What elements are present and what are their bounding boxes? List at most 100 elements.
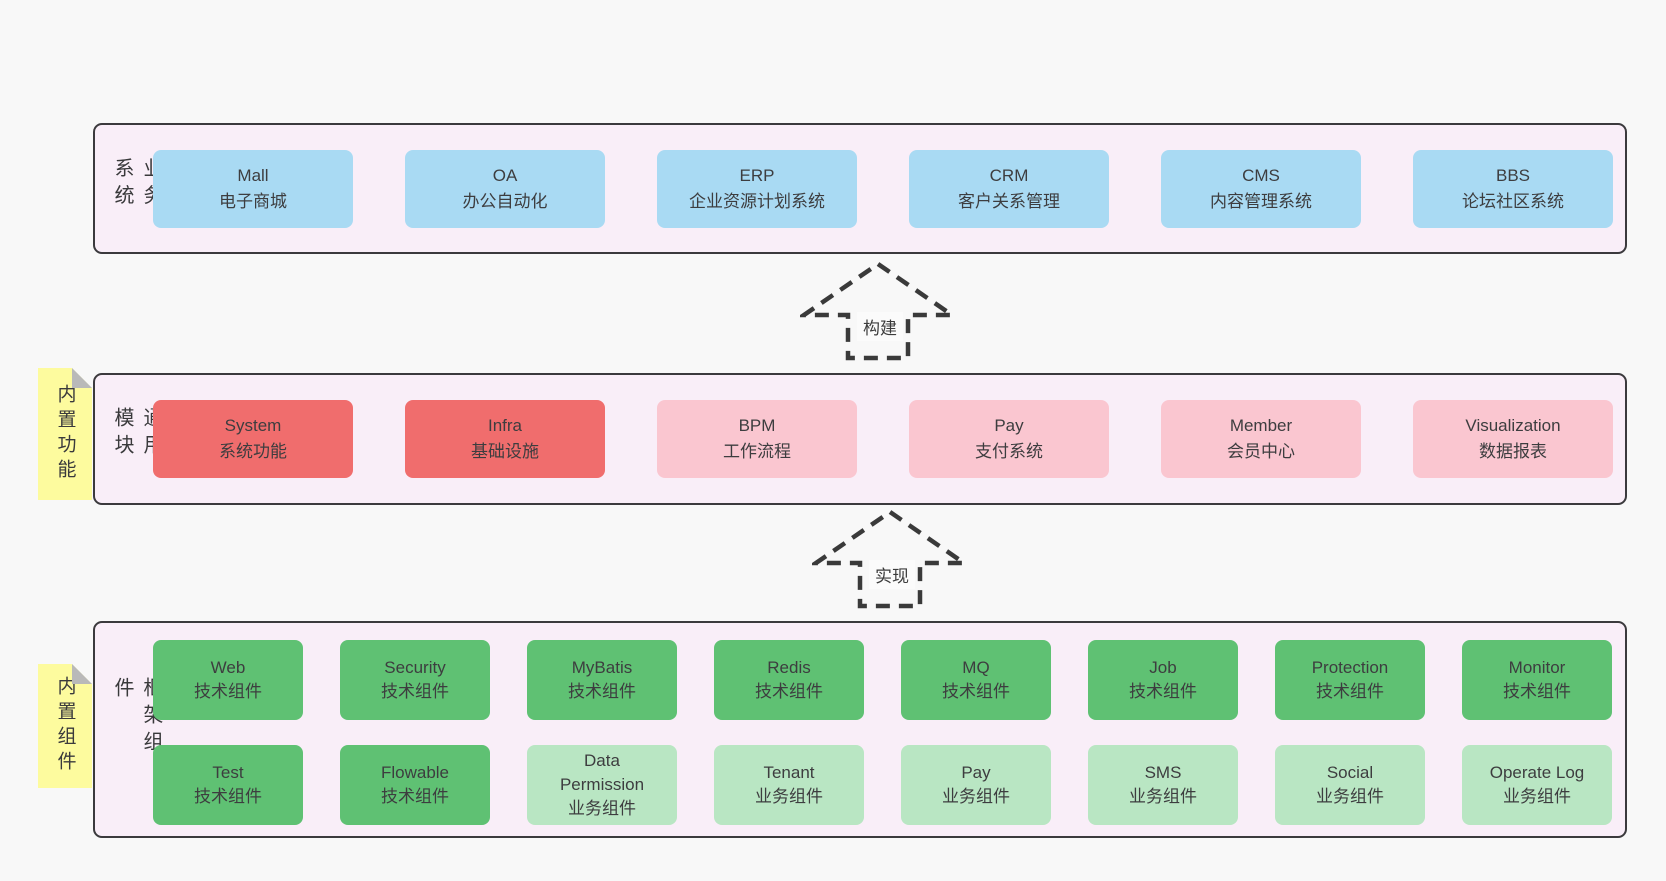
box-desc: 论坛社区系统 [1462, 191, 1564, 211]
box-name: Security [384, 658, 446, 677]
box-name: OA [492, 165, 518, 185]
arrow-implement-label: 实现 [869, 560, 915, 589]
box-pay-business: Pay 业务组件 [901, 745, 1051, 825]
box-name: Social [1326, 763, 1374, 782]
box-mall: Mall 电子商城 [153, 149, 353, 228]
box-desc: 技术组件 [755, 682, 823, 701]
box-cms: CMS 内容管理系统 [1161, 149, 1361, 228]
box-erp: ERP 企业资源计划系统 [657, 149, 857, 228]
box-name: Infra [487, 416, 523, 435]
box-desc: 业务组件 [1129, 787, 1197, 806]
box-desc: 电子商城 [219, 191, 287, 211]
arrow-up-icon [800, 261, 960, 361]
sticky-label: 内置功能 [54, 384, 76, 484]
box-desc: 业务组件 [1316, 787, 1384, 806]
box-job: Job 技术组件 [1088, 640, 1238, 720]
arrow-up-icon [812, 509, 972, 609]
arrow-implement: 实现 [812, 506, 972, 614]
arrow-build: 构建 [800, 258, 960, 366]
box-pay: Pay 支付系统 [909, 400, 1109, 478]
box-bpm: BPM 工作流程 [657, 400, 857, 478]
box-name: Job [1149, 658, 1177, 677]
box-desc: 技术组件 [194, 682, 262, 701]
box-name: Protection [1311, 658, 1389, 677]
box-name: CMS [1242, 165, 1280, 185]
box-tenant: Tenant 业务组件 [714, 745, 864, 825]
box-desc: 系统功能 [219, 442, 287, 461]
box-desc: 基础设施 [471, 442, 539, 461]
box-web: Web 技术组件 [153, 640, 303, 720]
box-social: Social 业务组件 [1275, 745, 1425, 825]
box-security: Security 技术组件 [340, 640, 490, 720]
box-desc: 技术组件 [194, 787, 262, 806]
box-monitor: Monitor 技术组件 [1462, 640, 1612, 720]
box-desc: 技术组件 [1316, 682, 1384, 701]
box-name: SMS [1144, 763, 1182, 782]
box-desc: 支付系统 [975, 442, 1043, 461]
box-name: MQ [962, 658, 990, 677]
box-desc: 技术组件 [381, 682, 449, 701]
business-systems-row: Mall 电子商城 OA 办公自动化 ERP 企业资源计划系统 CRM 客户关系… [153, 149, 1613, 228]
framework-row-business: Test 技术组件 Flowable 技术组件 Data Permission … [153, 745, 1612, 825]
box-desc: 技术组件 [1503, 682, 1571, 701]
sticky-label: 内置组件 [54, 676, 76, 776]
box-desc: 技术组件 [568, 682, 636, 701]
box-desc: 业务组件 [942, 787, 1010, 806]
box-name: System [224, 416, 282, 435]
box-operate-log: Operate Log 业务组件 [1462, 745, 1612, 825]
box-name: Operate Log [1489, 763, 1585, 782]
box-name: Mall [237, 165, 269, 185]
box-redis: Redis 技术组件 [714, 640, 864, 720]
box-desc: 会员中心 [1227, 442, 1295, 461]
band-common-modules: 通用模块 System 系统功能 Infra 基础设施 BPM 工作流程 Pay… [93, 373, 1627, 505]
box-desc: 技术组件 [1129, 682, 1197, 701]
box-desc: 数据报表 [1479, 442, 1547, 461]
box-name: Monitor [1508, 658, 1566, 677]
framework-row-technical: Web 技术组件 Security 技术组件 MyBatis 技术组件 Redi… [153, 640, 1612, 720]
box-name: Member [1229, 416, 1293, 435]
box-infra: Infra 基础设施 [405, 400, 605, 478]
box-name: ERP [739, 165, 775, 185]
sticky-note-builtin-features: 内置功能 [38, 368, 92, 500]
box-desc: 工作流程 [723, 442, 791, 461]
arrow-build-label: 构建 [857, 312, 903, 341]
box-desc: 业务组件 [1503, 787, 1571, 806]
box-name: Flowable [380, 763, 450, 782]
box-desc: 技术组件 [381, 787, 449, 806]
box-name: Pay [961, 763, 991, 782]
box-mybatis: MyBatis 技术组件 [527, 640, 677, 720]
box-system: System 系统功能 [153, 400, 353, 478]
box-name: Visualization [1465, 416, 1561, 435]
box-sms: SMS 业务组件 [1088, 745, 1238, 825]
band-business-systems: 业务系统 Mall 电子商城 OA 办公自动化 ERP 企业资源计划系统 CRM… [93, 123, 1627, 254]
common-modules-row: System 系统功能 Infra 基础设施 BPM 工作流程 Pay 支付系统… [153, 400, 1613, 478]
box-desc: 办公自动化 [462, 191, 548, 211]
sticky-note-builtin-components: 内置组件 [38, 664, 92, 788]
folded-corner-icon [72, 664, 92, 684]
box-protection: Protection 技术组件 [1275, 640, 1425, 720]
box-visualization: Visualization 数据报表 [1413, 400, 1613, 478]
box-desc: 技术组件 [942, 682, 1010, 701]
box-desc: 内容管理系统 [1210, 191, 1312, 211]
box-name: Pay [994, 416, 1024, 435]
box-crm: CRM 客户关系管理 [909, 149, 1109, 228]
box-name: Redis [767, 658, 811, 677]
box-desc: 企业资源计划系统 [689, 191, 825, 211]
box-name: Test [212, 763, 244, 782]
box-name: BBS [1495, 165, 1531, 185]
box-name: Web [210, 658, 246, 677]
folded-corner-icon [72, 368, 92, 388]
box-desc: 业务组件 [568, 799, 636, 818]
box-member: Member 会员中心 [1161, 400, 1361, 478]
box-mq: MQ 技术组件 [901, 640, 1051, 720]
box-flowable: Flowable 技术组件 [340, 745, 490, 825]
band-framework-components: 框架组件 Web 技术组件 Security 技术组件 MyBatis 技术组件… [93, 621, 1627, 838]
box-test: Test 技术组件 [153, 745, 303, 825]
box-bbs: BBS 论坛社区系统 [1413, 149, 1613, 228]
box-data-permission: Data Permission 业务组件 [527, 745, 677, 825]
box-name: Data Permission [559, 751, 645, 794]
box-name: BPM [738, 416, 776, 435]
box-name: Tenant [763, 763, 815, 782]
box-name: CRM [989, 165, 1029, 185]
